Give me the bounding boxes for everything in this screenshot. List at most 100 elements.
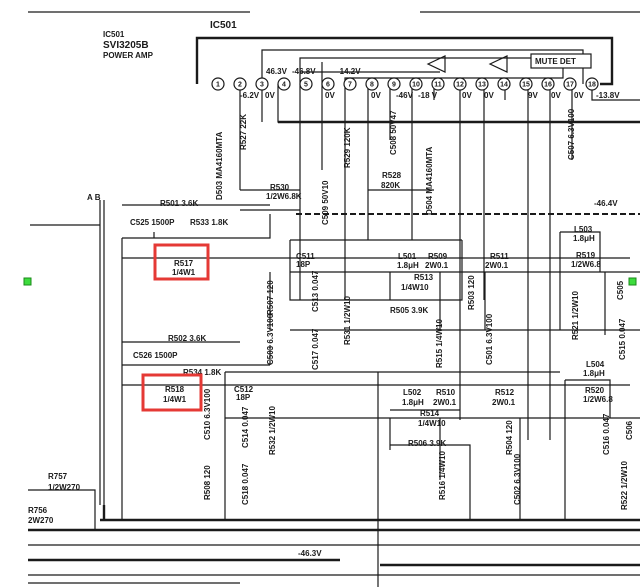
label-r502: R502 3.6K — [168, 334, 206, 343]
label-l501a: L501 — [398, 252, 417, 261]
pin-circle — [321, 77, 335, 91]
label-r756a: R756 — [28, 506, 48, 515]
highlight-r517 — [153, 243, 210, 281]
pin-number: 8 — [370, 82, 374, 89]
pin-number: 7 — [348, 82, 352, 89]
label-v-p7: -14.2V — [337, 67, 361, 76]
pin-circle — [563, 77, 577, 91]
label-r504: R504 120 — [505, 420, 514, 455]
label-v-p5: -46.8V — [292, 67, 316, 76]
label-r518a: R518 — [165, 385, 185, 394]
pin-circle — [519, 77, 533, 91]
label-r532: R532 1/2W10 — [268, 406, 277, 455]
pin-circle — [233, 77, 247, 91]
pin-number: 14 — [500, 82, 508, 89]
label-r518b: 1/4W1 — [163, 395, 187, 404]
label-v-464: -46.4V — [594, 199, 618, 208]
label-c513: C513 0.047 — [311, 270, 320, 312]
label-c505: C505 — [616, 280, 625, 300]
pin-number: 5 — [304, 82, 308, 89]
label-c514: C514 0.047 — [241, 406, 250, 448]
label-c517: C517 0.047 — [311, 328, 320, 370]
label-r512b: 2W0.1 — [492, 398, 516, 407]
label-r505: R505 3.9K — [390, 306, 428, 315]
label-r511b: 2W0.1 — [485, 261, 509, 270]
label-r510a: R510 — [436, 388, 456, 397]
marker-left[interactable] — [23, 277, 32, 286]
label-r516: R516 1/4W10 — [438, 451, 447, 500]
pin-circle — [475, 77, 489, 91]
pin-number: 9 — [392, 82, 396, 89]
pin-number: 17 — [566, 82, 574, 89]
label-r509b: 2W0.1 — [425, 261, 449, 270]
label-v-p6: 0V — [325, 91, 335, 100]
label-c512a: C512 — [234, 385, 254, 394]
label-c512b: 18P — [236, 393, 251, 402]
amplifier-symbol — [426, 55, 446, 73]
ic-title: IC501 — [210, 20, 237, 31]
label-r517b: 1/4W1 — [172, 268, 196, 277]
ic-part-number: SVI3205B — [103, 40, 149, 51]
label-v-p17: 0V — [574, 91, 584, 100]
label-r534: R534 1.8K — [183, 368, 221, 377]
pin-number: 12 — [456, 82, 464, 89]
label-r509a: R509 — [428, 252, 448, 261]
label-r519b: 1/2W6.8 — [571, 260, 601, 269]
label-v-p15: 9V — [528, 91, 538, 100]
label-r517a: R517 — [174, 259, 194, 268]
label-l503a: L503 — [574, 225, 593, 234]
ic-ref: IC501 — [103, 30, 125, 39]
label-c518: C518 0.047 — [241, 463, 250, 505]
label-l502b: 1.8μH — [402, 398, 424, 407]
label-v-p16: 0V — [551, 91, 561, 100]
label-v-p13: 0V — [484, 91, 494, 100]
mute-det-block — [530, 53, 592, 69]
pin-circle — [365, 77, 379, 91]
label-r530b: 1/2W6.8K — [266, 192, 302, 201]
label-r528a: R528 — [382, 171, 402, 180]
label-r757a: R757 — [48, 472, 68, 481]
label-d504: D504 MA4160MTA — [425, 146, 434, 215]
label-l501b: 1.8μH — [397, 261, 419, 270]
pin-number: 13 — [478, 82, 486, 89]
pin-circle — [585, 77, 599, 91]
label-r514a: R514 — [420, 409, 440, 418]
pin-number: 10 — [412, 82, 420, 89]
label-c511a: C511 — [296, 252, 315, 261]
label-v-p12: 0V — [462, 91, 472, 100]
label-r510b: 2W0.1 — [433, 398, 457, 407]
pin-number: 4 — [282, 82, 286, 89]
label-r513a: R513 — [414, 273, 434, 282]
marker-right[interactable] — [628, 277, 637, 286]
pin-circle — [211, 77, 225, 91]
mute-det-label: MUTE DET — [535, 57, 576, 66]
label-l504a: L504 — [586, 360, 605, 369]
label-c526: C526 1500P — [133, 351, 178, 360]
label-c508: C508 50V47 — [389, 110, 398, 155]
label-c510: C510 6.3V100 — [203, 388, 212, 440]
label-c501: C501 6.3V100 — [485, 313, 494, 365]
label-r522: R522 1/2W10 — [620, 461, 629, 510]
label-r507: R507 120 — [266, 280, 275, 315]
pin-number: 15 — [522, 82, 530, 89]
label-c525: C525 1500P — [130, 218, 175, 227]
label-v-p2: -6.2V — [240, 91, 260, 100]
label-r503: R503 120 — [467, 275, 476, 310]
pin-number: 1 — [216, 82, 220, 89]
label-v-p3: 0V — [265, 91, 275, 100]
label-r508: R508 120 — [203, 465, 212, 500]
pin-circle — [541, 77, 555, 91]
label-c515: C515 0.047 — [618, 318, 627, 360]
label-v-p9: -46V — [396, 91, 414, 100]
pin-circle — [431, 77, 445, 91]
label-r520b: 1/2W6.8 — [583, 395, 613, 404]
label-r529: R529 120K — [343, 127, 352, 168]
label-r514b: 1/4W10 — [418, 419, 446, 428]
label-c516: C516 0.047 — [602, 413, 611, 455]
label-d503: D503 MA4160MTA — [215, 131, 224, 200]
label-c507: C507 6.3V100 — [567, 108, 576, 160]
pin-circle — [453, 77, 467, 91]
pin-number: 18 — [588, 82, 596, 89]
ic-function: POWER AMP — [103, 51, 154, 60]
